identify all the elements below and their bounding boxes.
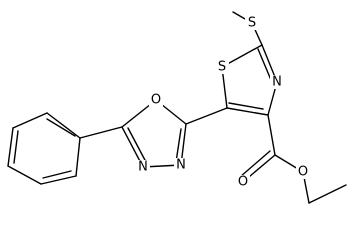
atom-label-ester-o-carbonyl: O — [238, 175, 248, 190]
bond-ch2-ch3 — [308, 184, 347, 204]
atom-label-oxadiazole-n1: N — [138, 160, 148, 175]
atom-label-methylthio-s: S — [248, 16, 256, 31]
bond-c5-c4-double — [228, 102, 264, 110]
molecule-structure: S S N O N N O O — [7, 11, 347, 204]
bond-c5-c4 — [226, 107, 269, 116]
atom-label-thiazole-s: S — [218, 60, 226, 75]
bond-layer — [7, 11, 347, 204]
bond-c5ox-phenyl — [79, 126, 123, 139]
atom-label-layer: S S N O N N O O — [136, 16, 310, 190]
bond-n3-c2-double — [257, 48, 272, 81]
bond-c4-carbonyl — [267, 114, 276, 156]
atom-oxadiazole-n1: N — [136, 160, 150, 175]
atom-label-oxadiazole-n2: N — [176, 158, 186, 173]
bond-ph-5-6 — [40, 175, 77, 185]
bond-ph-4-5 — [7, 165, 42, 185]
bond-n-c2ox-double — [175, 128, 182, 163]
bond-ph-3-4 — [7, 127, 14, 167]
atom-thiazole-n: N — [270, 75, 284, 90]
bond-ph-2-3 — [12, 112, 48, 129]
atom-oxadiazole-o: O — [149, 93, 163, 108]
bond-ph-6-1 — [75, 137, 81, 177]
bond-ph-3-4-double — [13, 130, 19, 164]
bond-ph-1-2-double — [46, 118, 76, 137]
bond-c5ox-n-double — [127, 127, 147, 163]
atom-ester-o-ether: O — [296, 165, 310, 180]
atom-ester-o-carbonyl: O — [236, 175, 250, 190]
bond-c5-oxadiazole — [185, 107, 228, 125]
atom-label-oxadiazole-o: O — [151, 93, 161, 108]
bond-ph-5-6-double — [42, 170, 72, 179]
atom-oxadiazole-n2: N — [174, 158, 188, 173]
bond-carbonyl-o-double — [239, 150, 271, 178]
atom-thiazole-s: S — [215, 60, 229, 75]
atom-label-thiazole-n: N — [272, 75, 282, 90]
atom-label-ester-o-ether: O — [298, 165, 308, 180]
atom-methylthio-s: S — [245, 16, 259, 31]
bond-ph-1-2 — [46, 112, 81, 139]
structure-canvas: S S N O N N O O — [7, 11, 347, 204]
